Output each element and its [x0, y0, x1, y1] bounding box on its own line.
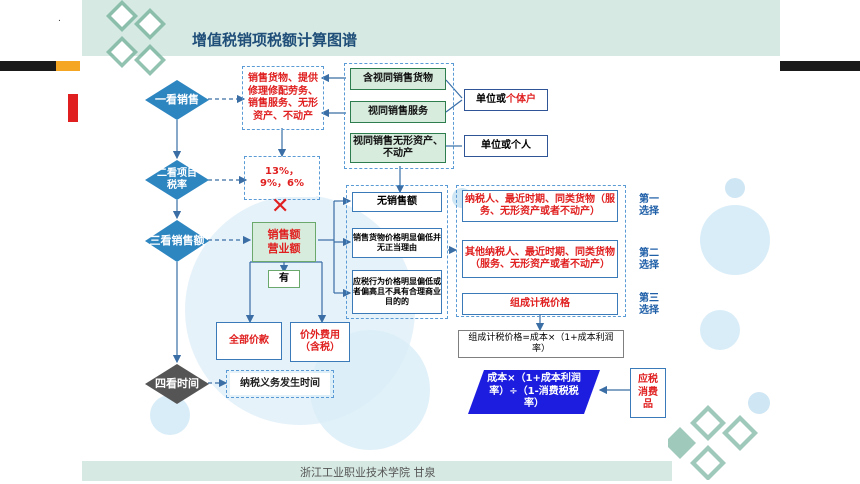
accent-band-left: [0, 61, 56, 71]
consumption-tax-box: 应税消费品: [630, 368, 666, 418]
choices-group: [456, 185, 626, 317]
choice-first-box: 纳税人、最近时期、同类货物（服务、无形资产或者不动产）: [462, 190, 618, 222]
time-box: 纳税义务发生时间: [230, 373, 330, 395]
bg-circle-left: [150, 395, 190, 435]
choice-label-first: 第一 选择: [639, 193, 659, 218]
sales-amount-label: 销售额 营业额: [267, 228, 301, 255]
formula-parallelogram: [468, 370, 600, 414]
choice-third-box: 组成计税价格: [462, 293, 618, 315]
unit-or-individual-prefix: 单位或: [476, 93, 506, 105]
unit-or-individual-red: 个体户: [506, 93, 536, 105]
deemed-goods-box: 含视同销售货物: [350, 68, 446, 90]
rates-group: [244, 156, 320, 200]
decor-diamonds-top: [106, 0, 166, 76]
diamond-look-amount: 三看销售额: [145, 220, 209, 262]
accent-red-block: [68, 94, 78, 122]
choice-label-third: 第三 选择: [639, 292, 659, 317]
decor-diamonds-bottom: [668, 405, 758, 480]
footer-text: 浙江工业职业技术学院 甘泉: [300, 466, 436, 479]
diamond-look-sales: 一看销售: [145, 80, 209, 120]
price-low-box: 销售货物价格明显偏低并无正当理由: [352, 228, 442, 258]
bg-circle-small2: [748, 392, 770, 414]
deemed-intangible-box: 视同销售无形资产、不动产: [350, 133, 446, 163]
accent-band-right: [780, 61, 860, 71]
accent-band-orange: [56, 61, 80, 71]
page-title: 增值税销项税额计算图谱: [192, 31, 358, 49]
footer-bar: [82, 461, 672, 481]
rates-box: 13%，9%，6%: [248, 159, 316, 197]
unit-or-person-box: 单位或个人: [464, 135, 548, 157]
sales-amount-box: 销售额 营业额: [252, 222, 316, 262]
extra-fees-box: 价外费用 （含税）: [290, 322, 350, 362]
diamond-look-rate-label: 二看项目税率: [157, 168, 197, 191]
choice-label-second: 第二 选择: [639, 247, 659, 272]
diamond-look-time: 四看时间: [145, 364, 209, 404]
time-group: [226, 370, 334, 398]
sales-scope-box: 销售货物、提供修理修配劳务、销售服务、无形资产、不动产: [246, 69, 320, 127]
deemed-service-box: 视同销售服务: [350, 101, 446, 123]
deemed-sales-group: [344, 63, 454, 169]
no-sales-box: 无销售额: [352, 192, 442, 212]
taxable-low-box: 应税行为价格明显偏低或者偏高且不具有合理商业目的的: [352, 270, 442, 314]
has-box: 有: [268, 270, 300, 288]
full-price-box: 全部价款: [216, 322, 282, 360]
choice-second-box: 其他纳税人、最近时期、同类货物（服务、无形资产或者不动产）: [462, 240, 618, 278]
formula-consumption-text: 成本×（1+成本利润率）÷（1-消费税税率）: [487, 373, 581, 410]
cross-icon: ✕: [271, 194, 290, 219]
diamond-look-sales-label: 一看销售: [155, 93, 199, 107]
bg-circle-right: [700, 205, 770, 275]
diamond-look-rate: 二看项目税率: [145, 160, 209, 200]
bg-circle-right2: [700, 310, 740, 350]
bg-circle-small: [725, 178, 745, 198]
unit-or-individual-box: 单位或个体户: [464, 89, 548, 111]
diamond-look-amount-label: 三看销售额: [149, 234, 205, 248]
top-left-dot: .: [58, 14, 61, 24]
header-bar: [82, 0, 780, 56]
diamond-look-time-label: 四看时间: [155, 377, 199, 391]
formula-composite-box: 组成计税价格=成本×（1+成本利润率）: [458, 330, 624, 358]
scenarios-group: [346, 185, 448, 319]
sales-scope-group: [242, 66, 324, 130]
